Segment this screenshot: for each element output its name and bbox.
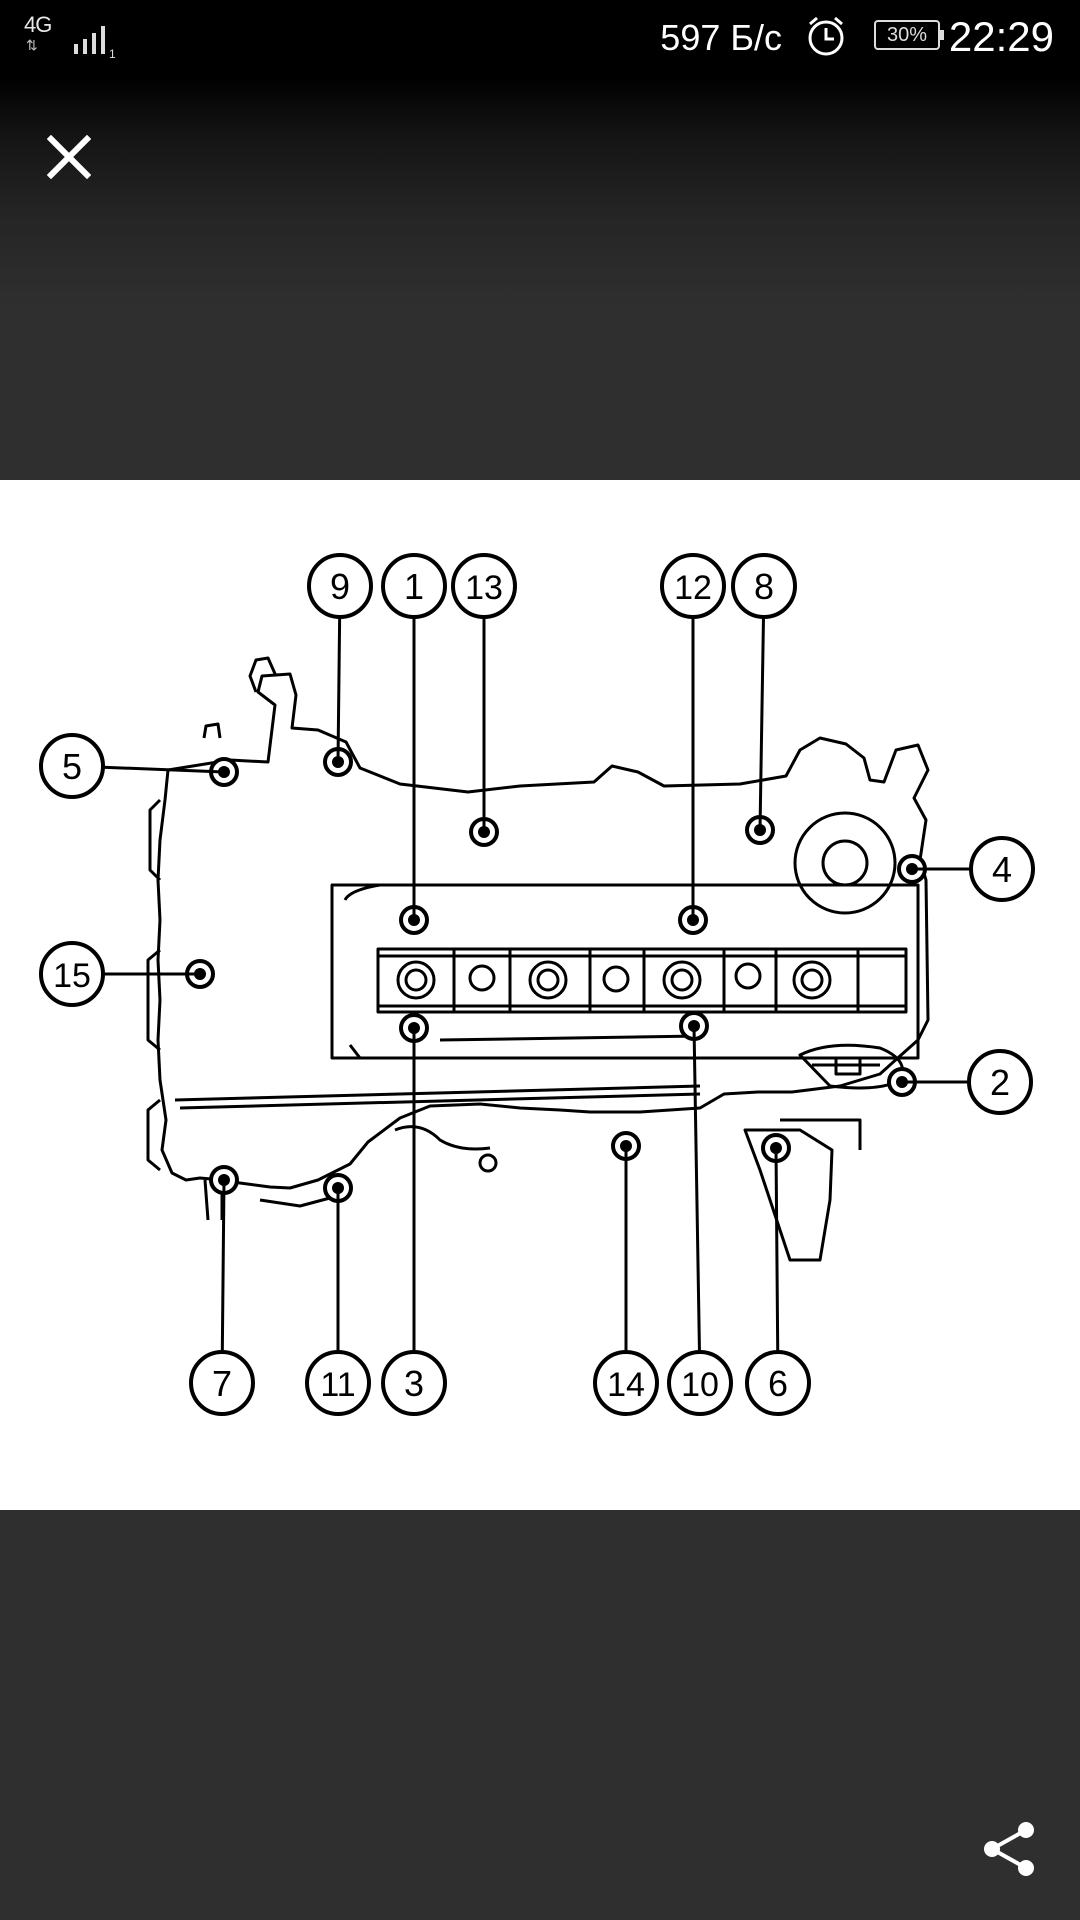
callout-label-3: 3 <box>404 1363 424 1404</box>
battery-level-label: 30% <box>886 24 928 46</box>
callout-label-15: 15 <box>53 957 91 995</box>
callout-circle-5 <box>39 733 105 799</box>
callout-circle-11 <box>305 1350 371 1416</box>
clock-label: 22:29 <box>948 13 1054 60</box>
callout-circle-6 <box>745 1350 811 1416</box>
callout-label-4: 4 <box>992 849 1012 890</box>
callout-circle-9 <box>307 553 373 619</box>
callout-label-2: 2 <box>990 1062 1010 1103</box>
callout-circle-13 <box>451 553 517 619</box>
callout-label-1: 1 <box>404 566 424 607</box>
callout-circle-1 <box>381 553 447 619</box>
callout-circle-10 <box>667 1350 733 1416</box>
battery-indicator: 30% <box>874 20 944 50</box>
callout-circle-4 <box>969 836 1035 902</box>
callout-label-12: 12 <box>674 569 712 607</box>
close-icon <box>47 135 91 179</box>
callout-circle-2 <box>967 1049 1033 1115</box>
callout-circle-14 <box>593 1350 659 1416</box>
callout-circle-15 <box>39 941 105 1007</box>
callout-circle-12 <box>660 553 726 619</box>
callout-label-5: 5 <box>62 746 82 787</box>
callout-label-13: 13 <box>465 569 503 607</box>
share-icon <box>984 1822 1034 1876</box>
callout-label-8: 8 <box>754 566 774 607</box>
top-scrim <box>0 76 1080 480</box>
callout-label-7: 7 <box>212 1363 232 1404</box>
callout-label-9: 9 <box>330 566 350 607</box>
callout-label-11: 11 <box>320 1366 355 1404</box>
leader-line-6 <box>774 1147 780 1353</box>
callout-label-10: 10 <box>681 1366 719 1404</box>
leader-line-7 <box>220 1179 226 1353</box>
callout-circle-8 <box>731 553 797 619</box>
data-activity-icon: ⇅ <box>26 37 38 53</box>
leader-line-10 <box>692 1025 701 1353</box>
sim-index-label: 1 <box>109 47 116 60</box>
callout-label-14: 14 <box>607 1366 645 1404</box>
callout-label-6: 6 <box>768 1363 788 1404</box>
leader-line-5 <box>102 765 225 774</box>
callout-circle-3 <box>381 1350 447 1416</box>
leader-line-8 <box>758 616 765 831</box>
leader-line-9 <box>336 616 342 763</box>
data-speed-label: 597 Б/с <box>660 17 782 58</box>
network-type-label: 4G <box>24 12 52 37</box>
signal-bars-icon: 1 <box>74 26 116 60</box>
callout-circle-7 <box>189 1350 255 1416</box>
share-button[interactable] <box>976 1816 1042 1882</box>
alarm-clock-icon <box>808 16 844 56</box>
close-button[interactable] <box>36 124 102 190</box>
status-bar: 4G ⇅ 1 597 Б/с 30% 22:29 <box>0 0 1080 76</box>
